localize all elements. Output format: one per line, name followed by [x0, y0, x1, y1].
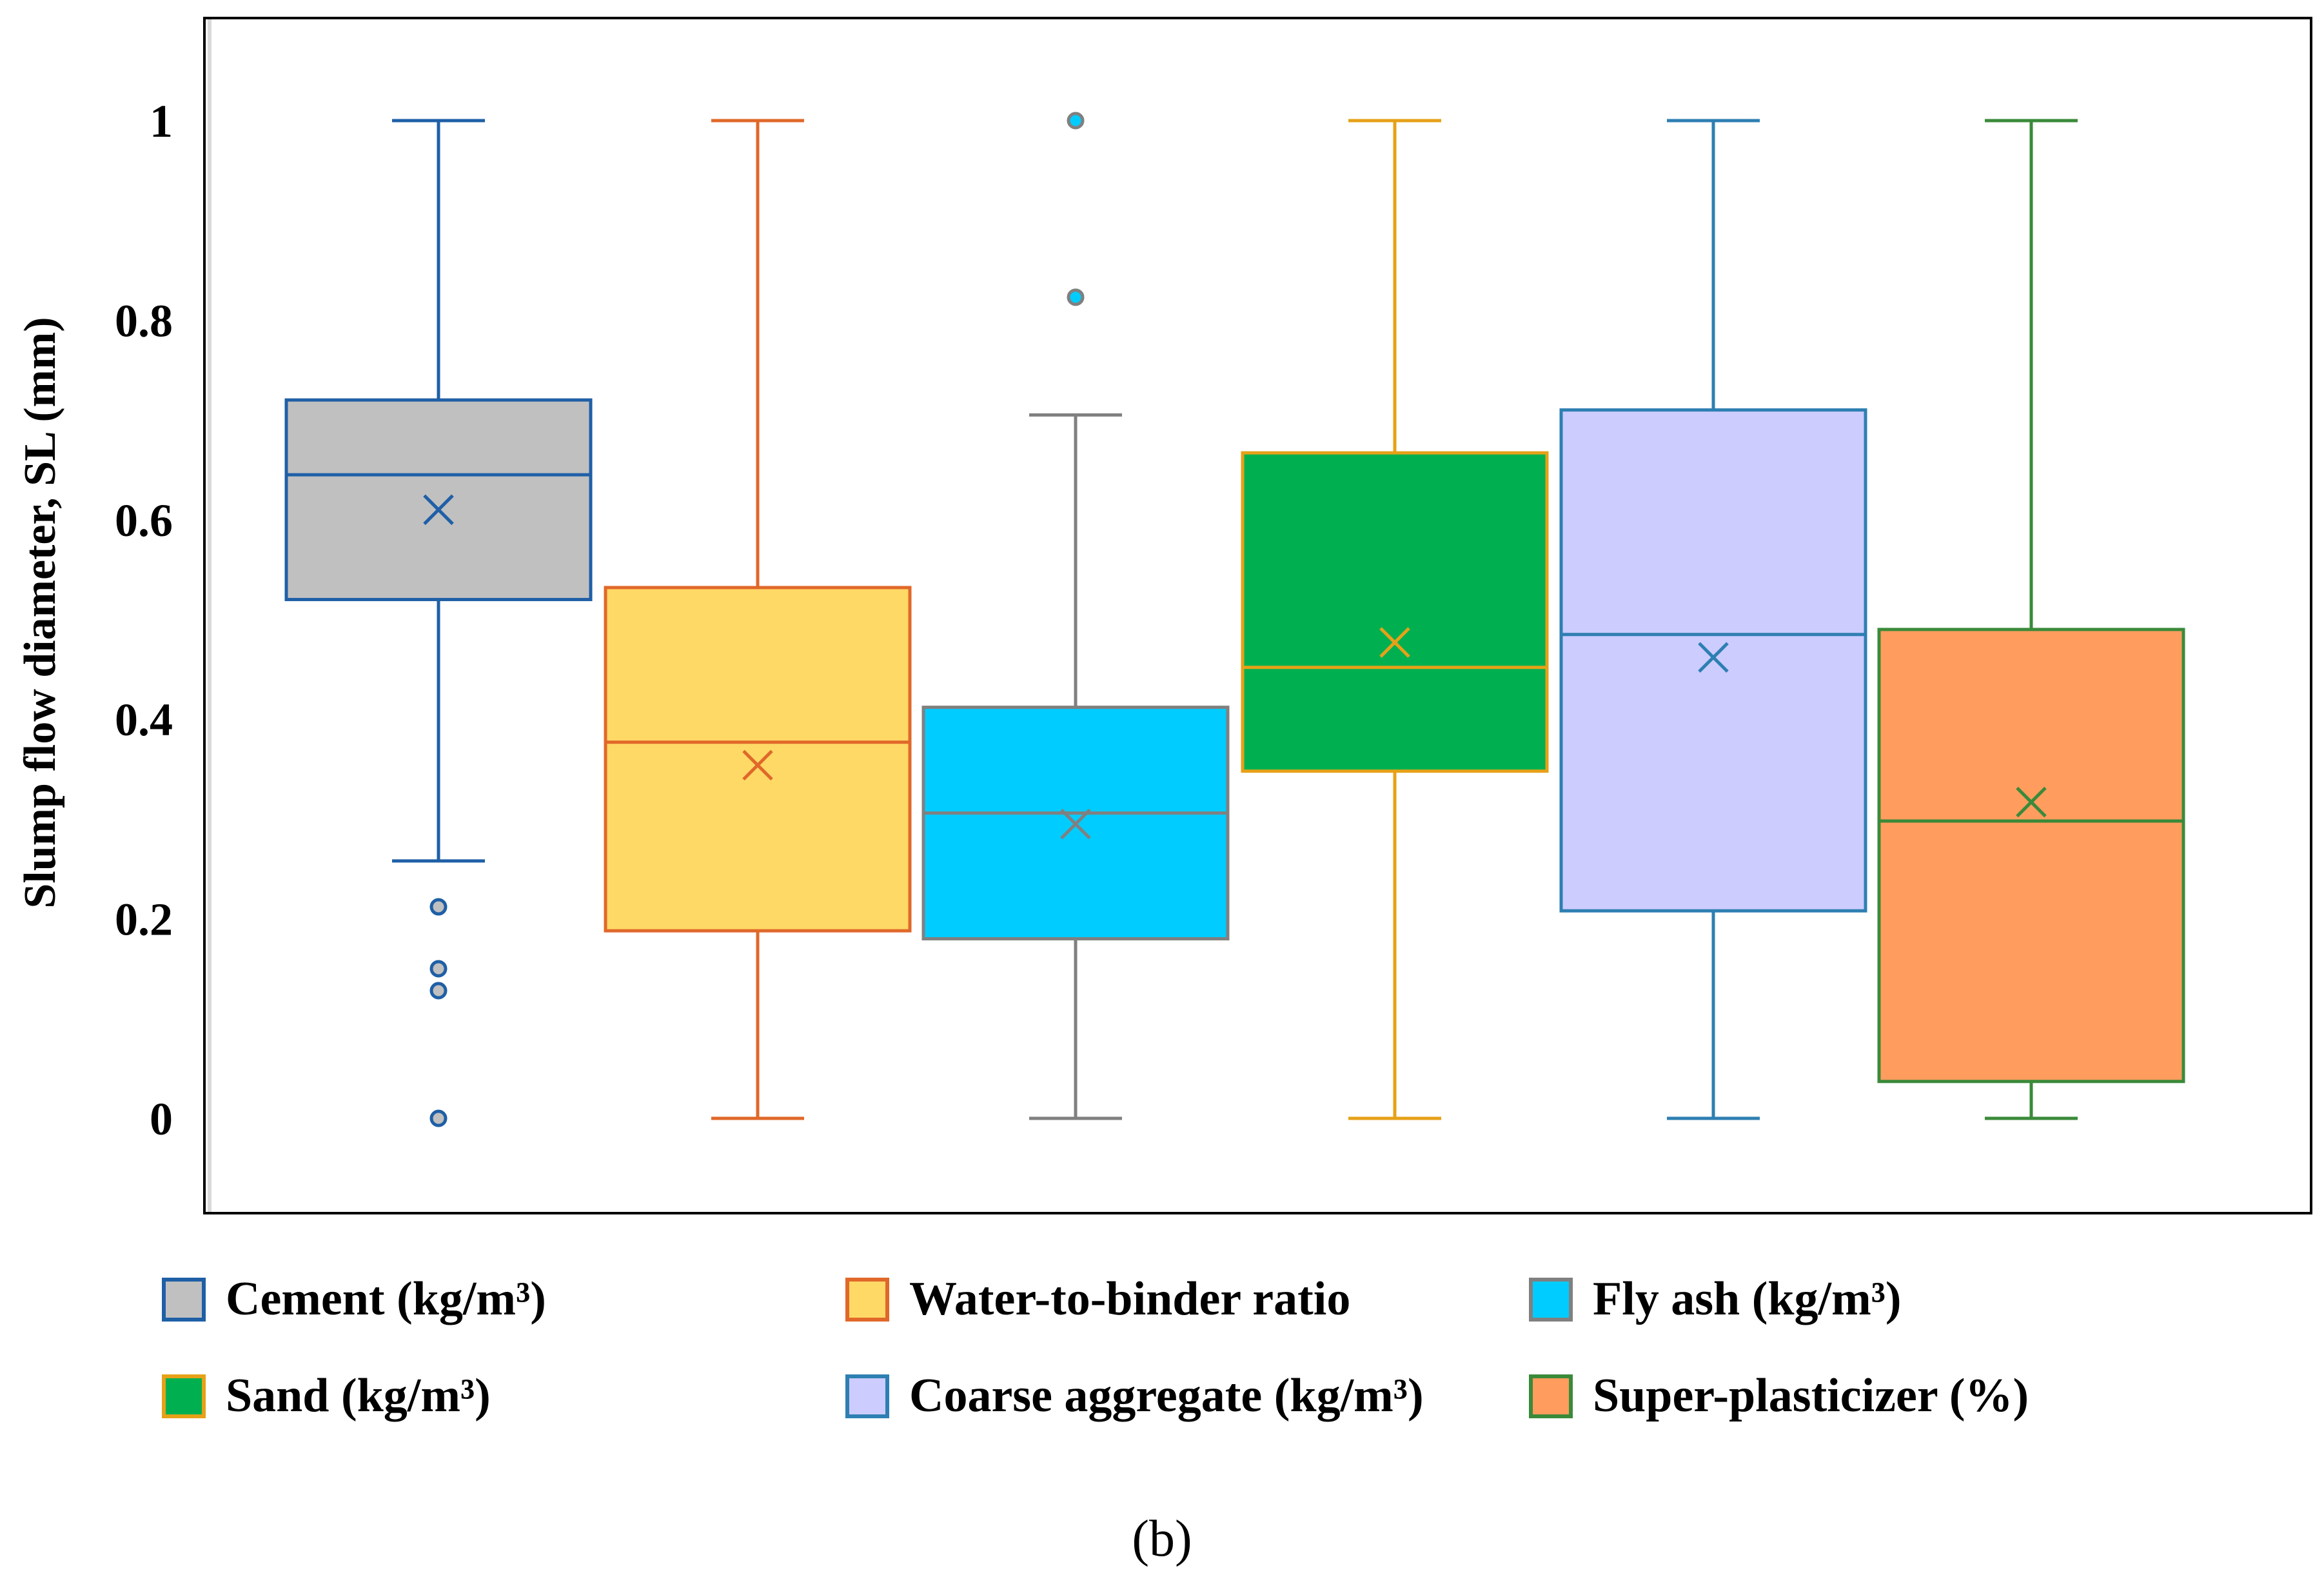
legend-label: Fly ash (kg/m³): [1593, 1273, 1902, 1325]
legend-swatch: [162, 1278, 206, 1322]
outlier-point: [429, 1109, 448, 1127]
legend-label: Cement (kg/m³): [226, 1273, 546, 1325]
y-tick-label: 0.2: [115, 894, 173, 946]
box-iqr: [1559, 408, 1867, 913]
y-axis-title: Slump flow diameter, SL (mm): [15, 317, 65, 908]
box-iqr: [1877, 628, 2185, 1084]
y-tick-label: 0: [150, 1093, 173, 1145]
y-tick-label: 0.6: [115, 495, 173, 546]
box-iqr: [1241, 451, 1549, 773]
legend-label: Super-plasticizer (%): [1593, 1369, 2029, 1422]
legend-swatch: [1529, 1374, 1573, 1418]
outlier-point: [429, 982, 448, 1000]
outlier-point: [1067, 288, 1085, 306]
y-tick-label: 1: [150, 95, 173, 147]
box-series: [284, 119, 593, 1127]
mean-marker: [1698, 642, 1729, 673]
legend-label: Sand (kg/m³): [226, 1369, 491, 1422]
y-tick-label: 0.4: [115, 694, 173, 746]
legend-swatch: [845, 1374, 889, 1418]
outlier-point: [429, 898, 448, 916]
legend-label: Coarse aggregate (kg/m³): [909, 1369, 1424, 1422]
figure-caption: (b): [1132, 1511, 1192, 1567]
legend-swatch: [162, 1374, 206, 1418]
legend-swatch: [845, 1278, 889, 1322]
box-series: [1241, 119, 1549, 1120]
box-series: [1877, 119, 2185, 1120]
mean-marker: [742, 749, 773, 781]
box-series: [604, 119, 912, 1120]
mean-marker: [1060, 808, 1091, 840]
box-iqr: [284, 398, 593, 602]
outlier-point: [429, 960, 448, 978]
plot-frame: [203, 17, 2312, 1214]
plot-frame-shadow: [208, 19, 212, 1212]
outlier-point: [1067, 112, 1085, 130]
box-series: [1559, 119, 1867, 1120]
mean-marker: [2016, 786, 2047, 818]
box-iqr: [604, 586, 912, 933]
mean-marker: [1379, 627, 1410, 658]
box-series: [921, 112, 1230, 1120]
legend-label: Water-to-binder ratio: [909, 1273, 1350, 1325]
mean-marker: [423, 494, 454, 526]
y-tick-label: 0.8: [115, 295, 173, 346]
legend-swatch: [1529, 1278, 1573, 1322]
